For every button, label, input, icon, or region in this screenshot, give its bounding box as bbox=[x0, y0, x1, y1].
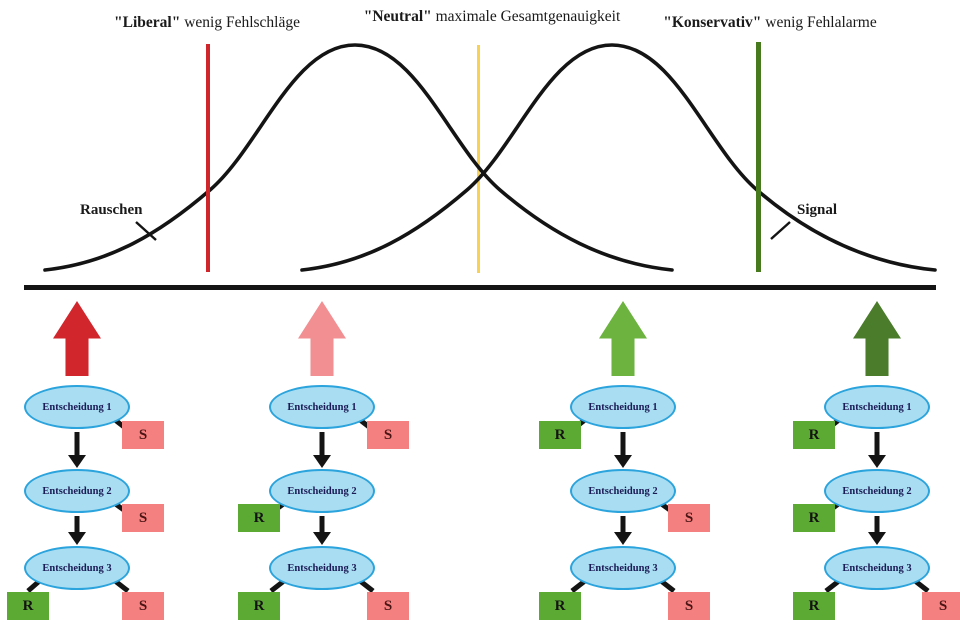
noise-curve-label: Rauschen bbox=[80, 202, 143, 218]
liberal-criterion-line bbox=[206, 44, 210, 272]
decision-node: Entscheidung 3 bbox=[24, 546, 130, 590]
decision-node: Entscheidung 3 bbox=[269, 546, 375, 590]
noise-outcome-box: R bbox=[539, 592, 581, 620]
decision-node: Entscheidung 3 bbox=[570, 546, 676, 590]
decision-node: Entscheidung 1 bbox=[269, 385, 375, 429]
noise-outcome-box: R bbox=[793, 592, 835, 620]
liberal-up-arrow bbox=[53, 301, 101, 376]
noise-outcome-box: R bbox=[7, 592, 49, 620]
konservativ-desc: wenig Fehlalarme bbox=[761, 14, 877, 31]
noise-curve bbox=[43, 43, 674, 272]
signal-leader-line bbox=[770, 221, 791, 240]
konservativ-term: "Konservativ" bbox=[663, 14, 762, 31]
decision-node: Entscheidung 2 bbox=[824, 469, 930, 513]
decision-node: Entscheidung 1 bbox=[570, 385, 676, 429]
decision-node: Entscheidung 3 bbox=[824, 546, 930, 590]
signal-outcome-box: S bbox=[668, 504, 710, 532]
signal-outcome-box: S bbox=[122, 421, 164, 449]
liberal-desc: wenig Fehlschläge bbox=[180, 14, 300, 31]
baseline-axis bbox=[24, 285, 936, 290]
signal-curve bbox=[300, 43, 937, 272]
noise-outcome-box: R bbox=[238, 592, 280, 620]
signal-outcome-box: S bbox=[367, 592, 409, 620]
decision-tree-konservativ: Entscheidung 1 Entscheidung 2 Entscheidu… bbox=[777, 385, 960, 627]
decision-node: Entscheidung 1 bbox=[24, 385, 130, 429]
noise-outcome-box: R bbox=[238, 504, 280, 532]
decision-node: Entscheidung 2 bbox=[570, 469, 676, 513]
decision-node: Entscheidung 1 bbox=[824, 385, 930, 429]
neutral-criterion-label: "Neutral" maximale Gesamtgenauigkeit bbox=[364, 8, 621, 26]
signal-outcome-box: S bbox=[922, 592, 960, 620]
flow-arrows bbox=[313, 432, 331, 545]
signal-outcome-box: S bbox=[367, 421, 409, 449]
konservativ-criterion-line bbox=[756, 42, 761, 272]
distribution-curves bbox=[43, 43, 937, 272]
decision-tree-liberal: Entscheidung 1 Entscheidung 2 Entscheidu… bbox=[0, 385, 177, 627]
flow-arrows bbox=[614, 432, 632, 545]
konservativ-criterion-label: "Konservativ" wenig Fehlalarme bbox=[663, 14, 877, 32]
neutral-desc: maximale Gesamtgenauigkeit bbox=[431, 8, 621, 25]
signal-outcome-box: S bbox=[122, 592, 164, 620]
noise-leader-line bbox=[135, 221, 157, 241]
liberal-term: "Liberal" bbox=[114, 14, 181, 31]
noise-outcome-box: R bbox=[793, 504, 835, 532]
signal-outcome-box: S bbox=[668, 592, 710, 620]
flow-arrows bbox=[68, 432, 86, 545]
noise-outcome-box: R bbox=[539, 421, 581, 449]
neutral-term: "Neutral" bbox=[363, 8, 432, 25]
neutral-criterion-line bbox=[477, 45, 480, 273]
signal-curve-label: Signal bbox=[797, 202, 838, 218]
signal-outcome-box: S bbox=[122, 504, 164, 532]
decision-node: Entscheidung 2 bbox=[24, 469, 130, 513]
liberal-criterion-label: "Liberal" wenig Fehlschläge bbox=[114, 14, 300, 32]
neutral-konservativ-up-arrow bbox=[599, 301, 647, 376]
decision-tree-neutral-liberal: Entscheidung 1 Entscheidung 2 Entscheidu… bbox=[222, 385, 422, 627]
konservativ-up-arrow bbox=[853, 301, 901, 376]
noise-outcome-box: R bbox=[793, 421, 835, 449]
decision-tree-neutral-konservativ: Entscheidung 1 Entscheidung 2 Entscheidu… bbox=[523, 385, 723, 627]
neutral-liberal-up-arrow bbox=[298, 301, 346, 376]
decision-node: Entscheidung 2 bbox=[269, 469, 375, 513]
flow-arrows bbox=[868, 432, 886, 545]
